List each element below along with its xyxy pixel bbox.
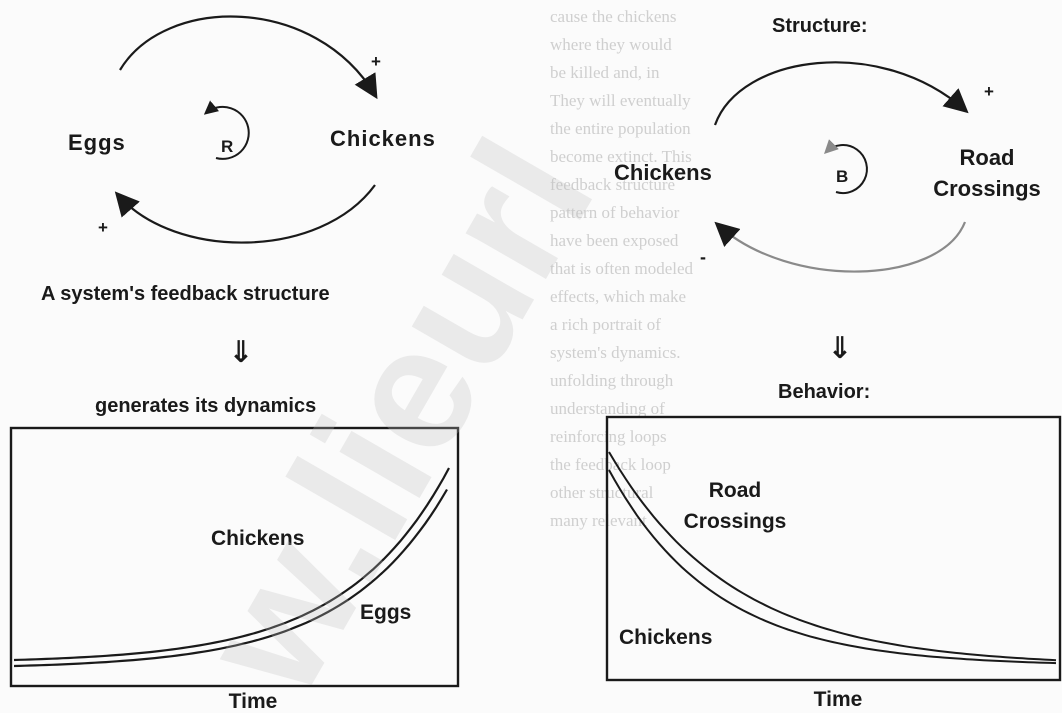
generates-caption: generates its dynamics <box>95 395 316 417</box>
background-text-line: other structural <box>550 483 654 502</box>
background-text-line: reinforcing loops <box>550 427 667 446</box>
background-text-line: pattern of behavior <box>550 203 680 222</box>
growth-chart-frame <box>9 426 460 688</box>
background-text-line: feedback structure <box>550 175 675 194</box>
node-chickens: Chickens <box>330 126 436 151</box>
background-text-line: have been exposed <box>550 231 679 250</box>
polarity-bottom-left: + <box>98 218 108 237</box>
series-label-eggs: Eggs <box>360 601 411 624</box>
balancing-loop-diagram: Structure: Chickens Road Crossings B + -… <box>614 15 1041 403</box>
background-text-line: the entire population <box>550 119 691 138</box>
series-label-chickens-right: Chickens <box>619 626 712 649</box>
background-text-line: many relevant <box>550 511 647 530</box>
series-line-chickens <box>13 467 450 662</box>
behavior-label: Behavior: <box>778 381 870 403</box>
background-text-line: They will eventually <box>550 91 691 110</box>
background-text: cause the chickens where they would be kil… <box>550 7 694 530</box>
decay-chart: Road Crossings Chickens Time <box>605 415 1062 711</box>
reinforcing-loop-diagram: Eggs Chickens R + + A system's feedback … <box>41 15 436 417</box>
node-eggs: Eggs <box>68 130 126 155</box>
polarity-top-right: + <box>984 82 994 101</box>
series-label-chickens: Chickens <box>211 527 304 550</box>
background-text-line: a rich portrait of <box>550 315 661 334</box>
implies-arrow-left: ⇓ <box>228 336 253 369</box>
x-axis-label-time-left: Time <box>229 690 278 713</box>
background-text-line: the feedback loop <box>550 455 671 474</box>
structure-caption: A system's feedback structure <box>41 283 330 305</box>
loop-r-circle-arrow <box>203 100 250 160</box>
background-text-line: unfolding through <box>550 371 674 390</box>
growth-chart: Chickens Eggs Time <box>9 426 460 713</box>
polarity-top-left: + <box>371 52 381 71</box>
chickens-to-eggs-arrow <box>114 184 376 244</box>
background-text-line: become extinct. This <box>550 147 692 166</box>
polarity-bottom-right: - <box>700 247 706 267</box>
series-label-road-line2: Crossings <box>684 510 787 533</box>
background-text-line: effects, which make <box>550 287 686 306</box>
node-road-line1: Road <box>960 145 1015 170</box>
background-text-line: where they would <box>550 35 672 54</box>
background-text-line: system's dynamics. <box>550 343 681 362</box>
decay-chart-frame <box>605 415 1062 682</box>
implies-arrow-right: ⇓ <box>827 332 852 365</box>
road-crossings-to-chickens-arrow <box>714 221 967 273</box>
loop-letter-b: B <box>836 167 848 186</box>
series-line-road-crossings <box>608 451 1057 662</box>
series-line-chickens-right <box>608 469 1057 665</box>
background-text-line: be killed and, in <box>550 63 660 82</box>
series-line-eggs <box>13 488 448 668</box>
chickens-to-road-crossings-arrow <box>713 61 969 126</box>
background-text-line: cause the chickens <box>550 7 677 26</box>
background-text-line: understanding of <box>550 399 665 418</box>
structure-label: Structure: <box>772 15 868 37</box>
series-label-road-line1: Road <box>709 479 762 502</box>
node-chickens-right: Chickens <box>614 160 712 185</box>
loop-b-circle-arrow <box>824 139 868 194</box>
loop-letter-r: R <box>221 137 233 156</box>
background-text-line: that is often modeled <box>550 259 694 278</box>
eggs-to-chickens-arrow <box>119 15 378 100</box>
node-road-line2: Crossings <box>933 176 1041 201</box>
x-axis-label-time-right: Time <box>814 688 863 711</box>
